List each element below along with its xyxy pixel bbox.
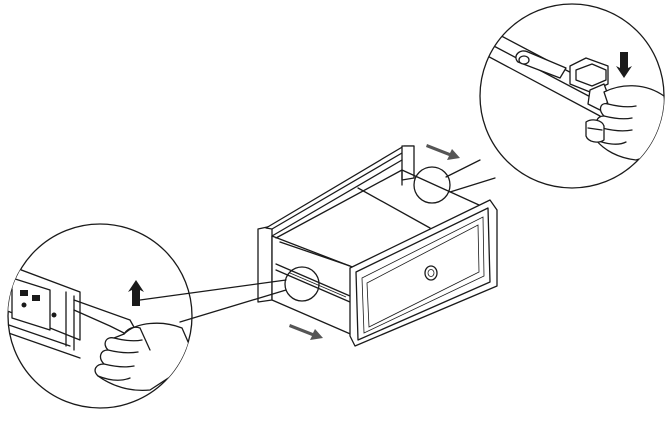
arrow-icon xyxy=(616,52,632,78)
drawer-cabinet xyxy=(257,145,498,347)
arrow-icon xyxy=(128,280,144,306)
pull-out-arrows xyxy=(289,144,460,340)
right-zoom-circle xyxy=(413,166,451,204)
left-side-panel xyxy=(257,225,273,303)
magnifier-callout-icon xyxy=(7,223,193,409)
left-slide-detail xyxy=(7,223,193,409)
arrow-icon xyxy=(289,324,323,340)
left-zoom-circle xyxy=(284,266,320,302)
right-slide-detail xyxy=(479,3,665,189)
knob-icon xyxy=(424,265,438,281)
top-rail xyxy=(265,145,415,230)
arrow-icon xyxy=(426,144,460,160)
